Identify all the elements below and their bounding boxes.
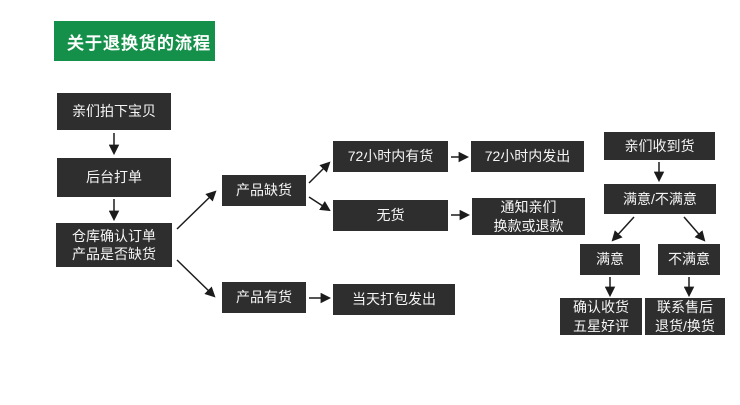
node-contact-aftersales: 联系售后 退货/换货 (645, 298, 725, 335)
node-satisfied: 满意 (580, 244, 640, 275)
node-warehouse-confirm: 仓库确认订单 产品是否缺货 (56, 223, 172, 267)
node-unsatisfied: 不满意 (658, 244, 720, 275)
edge-satisfied-or-not-to-satisfied (611, 216, 635, 242)
node-ship-72h: 72小时内发出 (471, 141, 584, 172)
edge-out-of-stock-to-stock-72h (308, 161, 331, 184)
node-satisfied-or-not: 满意/不满意 (604, 184, 716, 214)
edge-out-of-stock-to-no-stock (308, 196, 331, 212)
node-confirm-receipt: 确认收货 五星好评 (560, 298, 642, 335)
edge-warehouse-confirm-to-in-stock (176, 259, 216, 298)
node-received: 亲们收到货 (604, 132, 715, 160)
node-out-of-stock: 产品缺货 (222, 175, 306, 206)
edge-satisfied-or-not-to-unsatisfied (683, 216, 706, 242)
node-print-order: 后台打单 (57, 158, 171, 197)
page-title-banner: 关于退换货的流程 (54, 21, 215, 61)
node-no-stock: 无货 (333, 200, 448, 231)
node-place-order: 亲们拍下宝贝 (57, 93, 171, 130)
page-title: 关于退换货的流程 (67, 33, 211, 53)
node-notify-exchange-refund: 通知亲们 换款或退款 (472, 198, 585, 235)
node-in-stock: 产品有货 (222, 282, 306, 313)
node-same-day-ship: 当天打包发出 (333, 284, 455, 315)
node-stock-72h: 72小时内有货 (333, 141, 448, 172)
edge-warehouse-confirm-to-out-of-stock (176, 190, 217, 230)
